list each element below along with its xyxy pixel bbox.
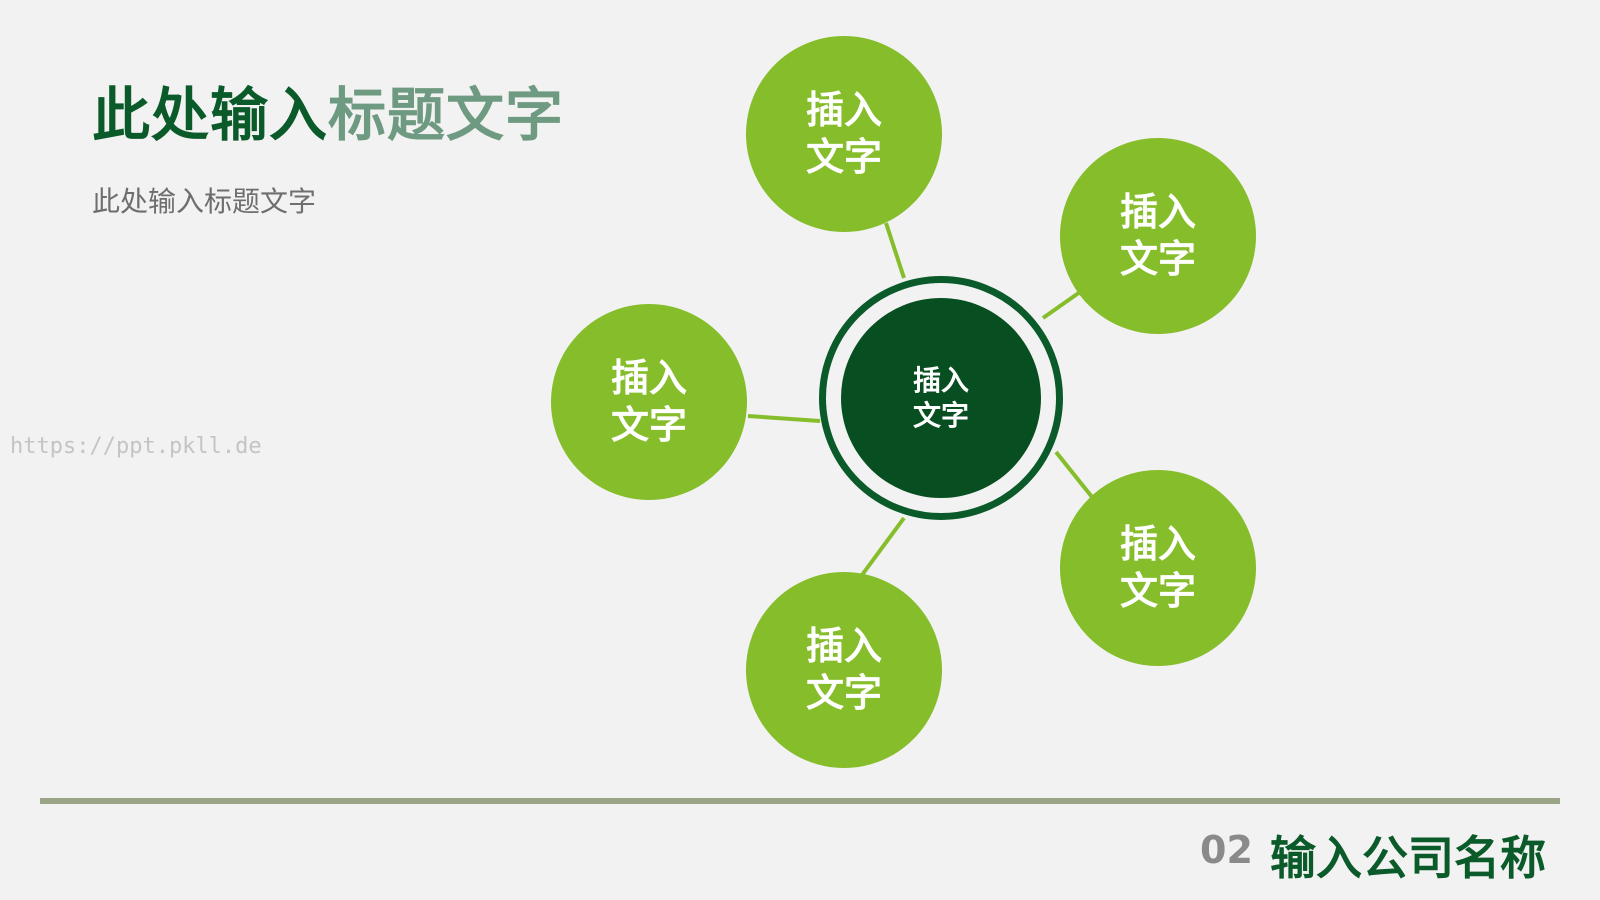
satellite-node-upper-right: 插入文字 [1060,138,1256,334]
satellite-node-bottom: 插入文字 [746,572,942,768]
connector-upper-right [1041,290,1082,320]
connector-top [884,222,906,279]
connector-left [747,414,821,423]
satellite-node-label: 插入文字 [805,623,882,716]
satellite-node-label: 插入文字 [610,355,687,448]
watermark-text: https://ppt.pkll.de [10,434,262,459]
title-light-part: 标题文字 [328,81,565,149]
satellite-node-lower-right: 插入文字 [1060,470,1256,666]
page-subtitle: 此处输入标题文字 [92,185,317,218]
connector-bottom [860,516,906,577]
center-node: 插入文字 [841,298,1041,498]
satellite-node-left: 插入文字 [551,304,747,500]
satellite-node-label: 插入文字 [805,87,882,180]
page-number: 02 [1200,828,1253,872]
satellite-node-label: 插入文字 [1119,189,1196,282]
title-dark-part: 此处输入 [92,81,329,149]
center-node-label: 插入文字 [912,364,969,432]
company-name: 输入公司名称 [1270,831,1546,885]
satellite-node-label: 插入文字 [1119,521,1196,614]
satellite-node-top: 插入文字 [746,36,942,232]
footer-divider [40,798,1560,804]
connector-lower-right [1054,450,1094,499]
page-title: 此处输入标题文字 [92,81,565,149]
